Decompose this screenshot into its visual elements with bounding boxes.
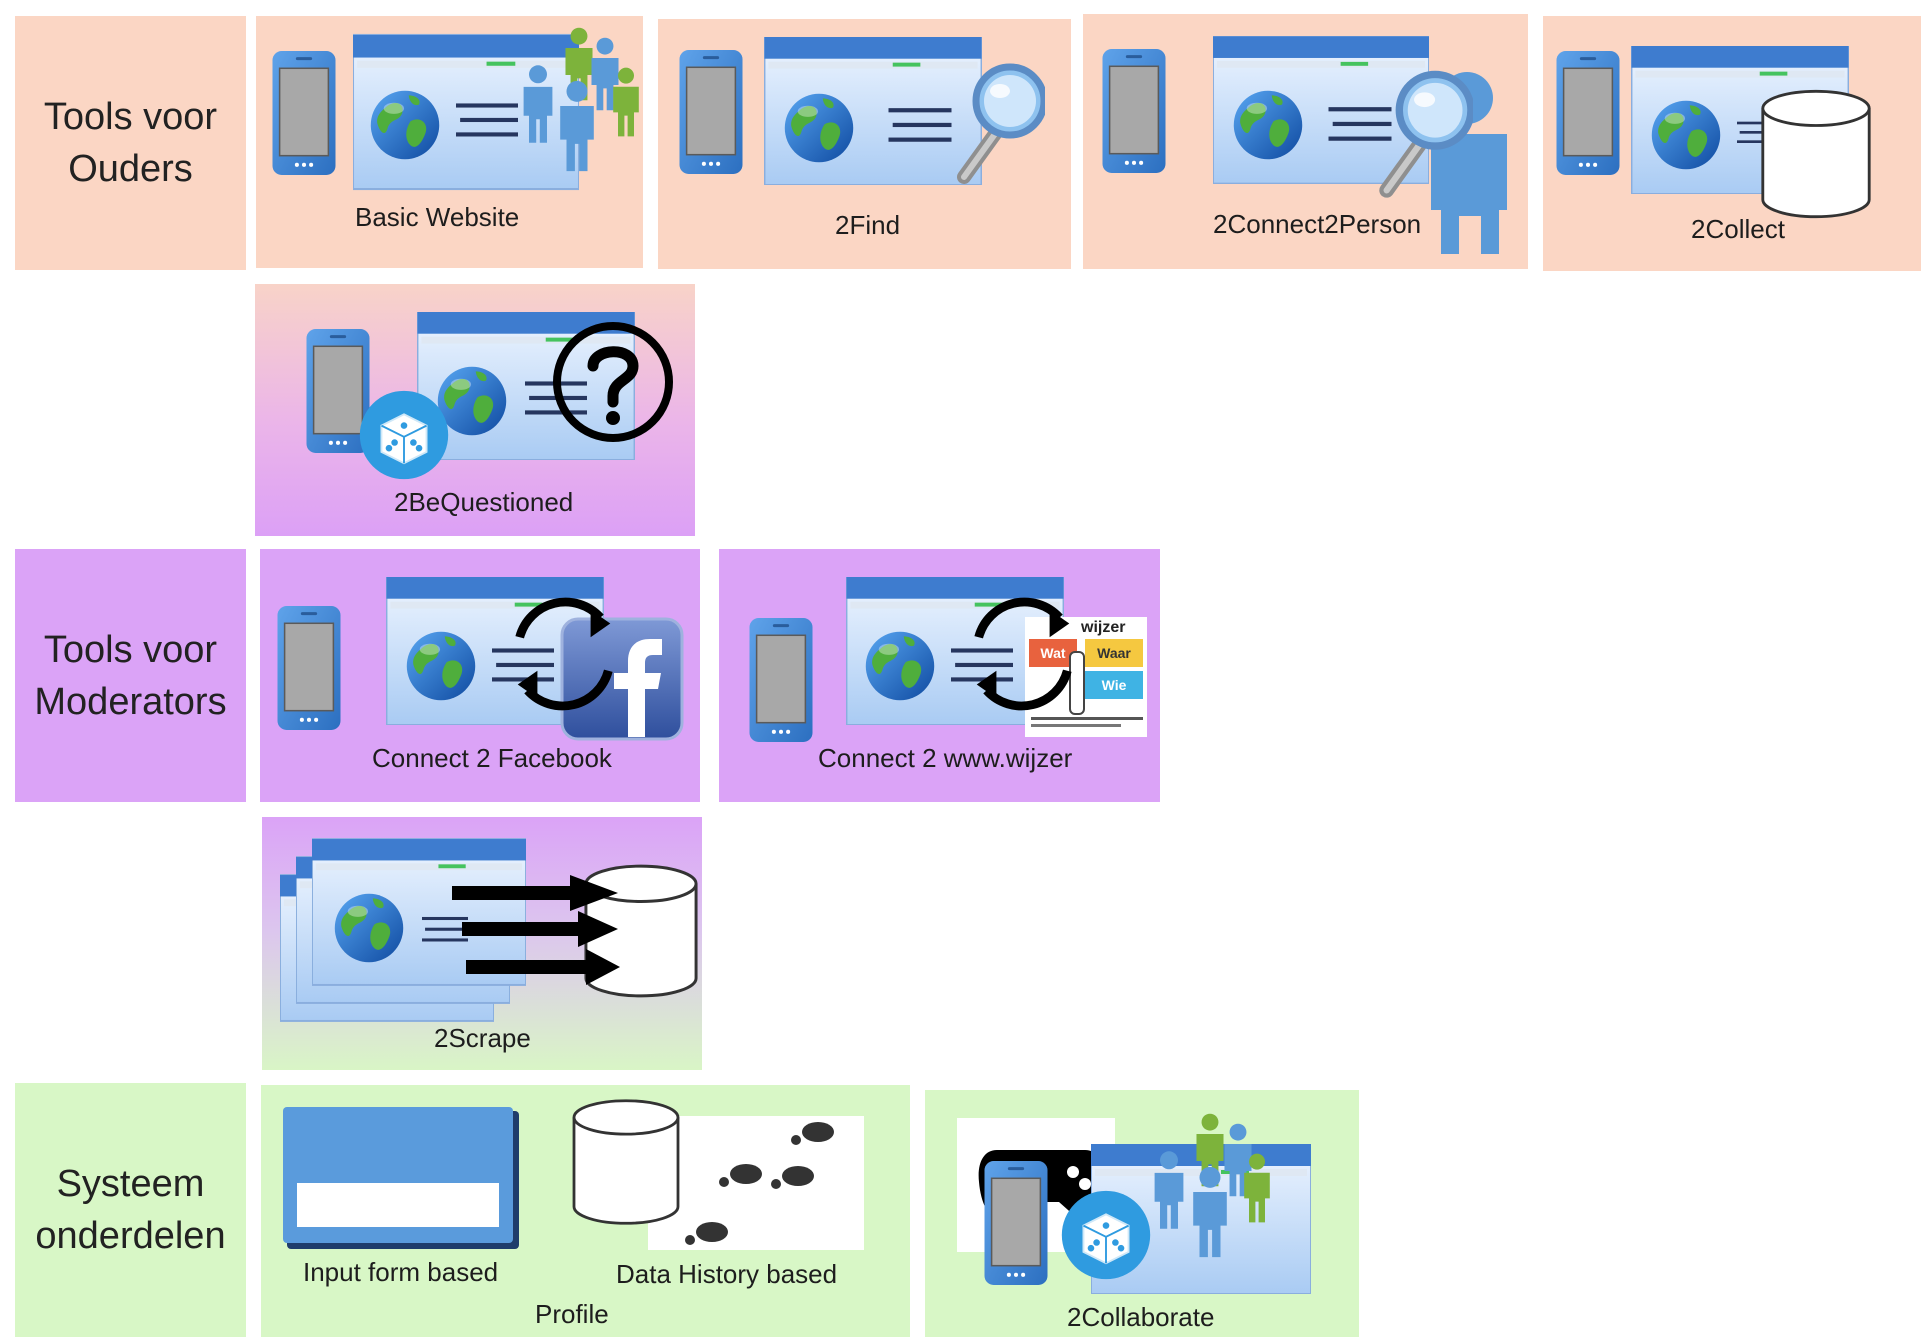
caption-data-history: Data History based — [616, 1259, 838, 1289]
caption-2find: 2Find — [835, 210, 901, 240]
phone-icon — [1555, 50, 1621, 176]
phone-icon — [983, 1160, 1049, 1286]
wijzer-logo-title: wijzer — [1081, 619, 1126, 636]
caption-2collect: 2Collect — [1691, 214, 1785, 244]
globe-icon — [1233, 90, 1303, 160]
database-icon — [1761, 89, 1871, 219]
database-icon — [572, 1099, 680, 1225]
tool-2connect2person: 2Connect2Person — [1083, 14, 1528, 269]
caption-connect-2-wijzer: Connect 2 www.wijzer — [818, 743, 1073, 773]
wijzer-logo-signpost — [1069, 651, 1085, 715]
phone-icon — [748, 617, 814, 743]
sync-arrows-icon — [959, 579, 1087, 729]
row-moderators-label-2: Moderators — [34, 680, 227, 723]
magnifier-icon — [933, 59, 1045, 209]
caption-2bequestioned: 2BeQuestioned — [394, 487, 574, 517]
row-moderators: Tools voor Moderators — [15, 549, 246, 802]
globe-icon — [406, 631, 476, 701]
caption-basic-website: Basic Website — [355, 202, 520, 232]
caption-2collaborate: 2Collaborate — [1067, 1302, 1215, 1332]
caption-2connect2person: 2Connect2Person — [1213, 209, 1422, 239]
wijzer-logo-waar: Waar — [1085, 639, 1143, 667]
arrows-icon — [452, 875, 620, 985]
phone-icon — [276, 605, 342, 731]
globe-icon — [784, 93, 854, 163]
dice-icon — [358, 389, 450, 481]
globe-icon — [334, 893, 404, 963]
facebook-icon — [560, 617, 684, 741]
row-parents: Tools voor Ouders — [15, 16, 246, 270]
wijzer-logo-wie: Wie — [1085, 671, 1143, 699]
magnifier-icon — [1353, 66, 1473, 224]
wijzer-logo-footer-line — [1031, 724, 1121, 727]
dice-icon — [1060, 1189, 1152, 1281]
text-lines-icon — [456, 103, 518, 137]
row-moderators-label-1: Tools voor — [43, 628, 218, 671]
form-icon — [283, 1107, 519, 1249]
tool-basic-website: Basic Website — [256, 16, 643, 268]
phone-icon — [678, 49, 744, 175]
people-icon — [523, 27, 639, 172]
caption-profile: Profile — [535, 1299, 609, 1329]
caption-2scrape: 2Scrape — [434, 1023, 531, 1053]
globe-icon — [865, 631, 935, 701]
question-icon — [553, 322, 673, 442]
wijzer-logo: wijzer Wat Waar Wie — [1025, 617, 1147, 737]
people-icon — [1154, 1113, 1270, 1258]
tool-2collaborate: 2Collaborate — [925, 1090, 1359, 1337]
tool-2scrape: 2Scrape — [262, 817, 702, 1070]
tool-2bequestioned: 2BeQuestioned — [255, 284, 695, 536]
wijzer-logo-footer-line — [1031, 717, 1143, 720]
footprints-icon — [685, 1122, 834, 1245]
phone-icon — [1101, 48, 1167, 174]
row-parents-label-1: Tools voor — [43, 96, 218, 138]
globe-icon — [1651, 100, 1721, 170]
row-system: Systeem onderdelen — [15, 1083, 246, 1337]
sync-arrows-icon — [500, 579, 628, 729]
row-system-label-2: onderdelen — [35, 1215, 226, 1257]
tool-connect-2-facebook: Connect 2 Facebook — [260, 549, 700, 802]
caption-connect-2-facebook: Connect 2 Facebook — [372, 743, 612, 773]
globe-icon — [370, 90, 440, 160]
tool-2find: 2Find — [658, 19, 1071, 269]
row-system-label-1: Systeem — [56, 1163, 205, 1205]
footprints-panel — [648, 1116, 864, 1250]
caption-input-form: Input form based — [303, 1257, 499, 1287]
tool-connect-2-wijzer: wijzer Wat Waar Wie Connect 2 www.wijzer — [719, 549, 1160, 802]
tool-2collect: 2Collect — [1543, 16, 1921, 271]
tool-profile: Input form based Data History based Prof… — [261, 1085, 910, 1337]
phone-icon — [271, 50, 337, 176]
row-parents-label-2: Ouders — [68, 148, 193, 190]
